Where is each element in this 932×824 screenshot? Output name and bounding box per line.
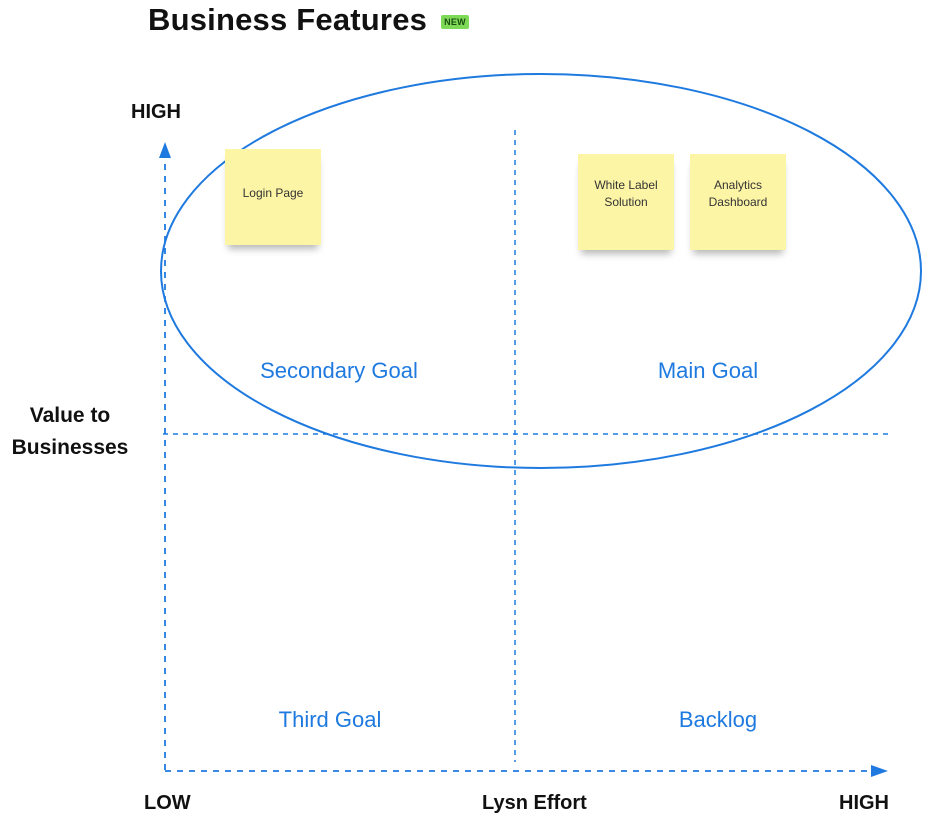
quadrant-label-secondary-goal: Secondary Goal	[260, 358, 418, 383]
sticky-note-text: Analytics Dashboard	[708, 178, 768, 209]
quadrant-label-backlog: Backlog	[678, 707, 758, 732]
new-badge: NEW	[441, 15, 469, 29]
sticky-note-white-label-solution[interactable]: White Label Solution	[578, 154, 674, 250]
quadrant-label-main-goal: Main Goal	[657, 358, 759, 383]
highlight-ellipse[interactable]	[160, 73, 922, 469]
quadrant-label-third-goal: Third Goal	[278, 707, 382, 732]
x-axis-title: Lysn Effort	[482, 792, 587, 814]
x-axis-low-label: LOW	[144, 792, 191, 814]
y-axis-arrow-icon	[159, 142, 171, 158]
board-title: Business Features	[148, 2, 428, 37]
sticky-note-text: White Label Solution	[594, 178, 658, 209]
title-row: Business Features NEW	[148, 0, 469, 40]
x-axis-arrow-icon	[871, 765, 888, 777]
sticky-note-login-page[interactable]: Login Page	[225, 149, 321, 245]
y-axis-high-label: HIGH	[131, 101, 181, 123]
sticky-note-analytics-dashboard[interactable]: Analytics Dashboard	[690, 154, 786, 250]
sticky-note-text: Login Page	[242, 185, 304, 200]
y-axis-title: Value to Businesses	[11, 404, 129, 459]
x-axis-high-label: HIGH	[839, 792, 889, 814]
